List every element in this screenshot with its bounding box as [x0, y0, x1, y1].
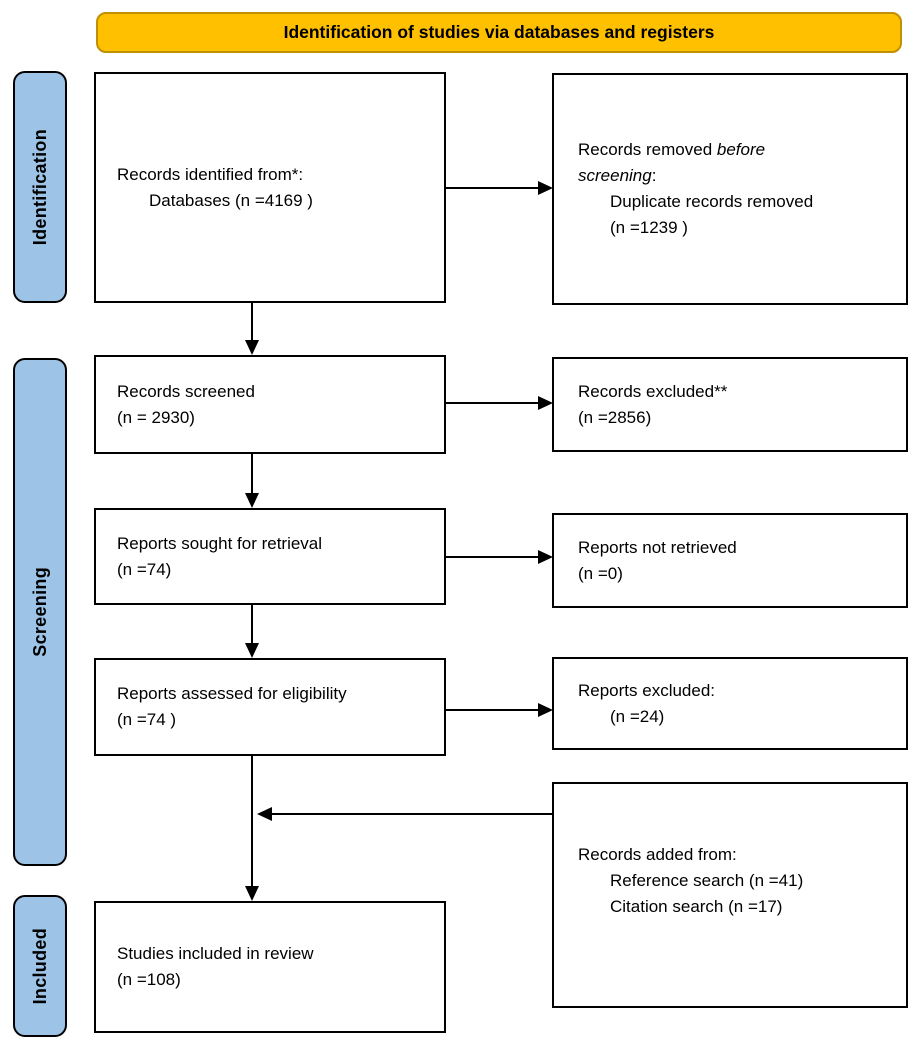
stage-label-included: Included — [29, 927, 50, 1005]
box-reports-not-retrieved: Reports not retrieved (n =0) — [552, 513, 908, 608]
arrow-down-icon — [245, 493, 259, 508]
arrow-down-icon — [245, 643, 259, 658]
stage-bar-identification: Identification — [13, 71, 67, 303]
box-text-line: Reference search (n =41) — [610, 871, 804, 890]
arrow-assessed-to-excluded-line — [446, 709, 538, 711]
arrow-identified-to-removed-line — [446, 187, 538, 189]
arrow-identified-to-screened-line — [251, 303, 253, 341]
box-text-line: Records screened — [117, 381, 255, 401]
box-text-line: Databases (n =4169 ) — [149, 190, 313, 210]
arrow-assessed-to-included-line — [251, 756, 253, 886]
box-records-excluded: Records excluded** (n =2856) — [552, 357, 908, 452]
arrow-left-icon — [257, 807, 272, 821]
box-text-line: (n =0) — [578, 563, 623, 583]
stage-bar-included: Included — [13, 895, 67, 1037]
stage-label-screening: Screening — [29, 567, 50, 657]
box-text-line: Reports excluded: — [578, 680, 716, 700]
arrow-screened-to-sought-line — [251, 454, 253, 494]
box-text-line: Duplicate records removed — [610, 192, 814, 211]
box-text-line: (n =74 ) — [117, 710, 177, 729]
box-text-line: Records identified from*: — [117, 164, 304, 184]
box-text-line: Reports not retrieved — [578, 537, 737, 557]
box-records-removed: Records removed before screening: Duplic… — [552, 73, 908, 305]
box-reports-excluded: Reports excluded: (n =24) — [552, 657, 908, 750]
arrow-sought-to-notretrieved-line — [446, 556, 538, 558]
arrow-right-icon — [538, 181, 553, 195]
box-text-line: (n =74) — [117, 559, 172, 579]
arrow-right-icon — [538, 703, 553, 717]
arrow-right-icon — [538, 550, 553, 564]
box-text-line: Reports assessed for eligibility — [117, 684, 347, 703]
arrow-down-icon — [245, 340, 259, 355]
box-text-line: Citation search (n =17) — [610, 897, 783, 916]
box-text-line: screening: — [578, 166, 657, 185]
arrow-right-icon — [538, 396, 553, 410]
box-text-line: Records excluded** — [578, 381, 728, 401]
arrow-screened-to-excluded-line — [446, 402, 538, 404]
box-reports-sought: Reports sought for retrieval (n =74) — [94, 508, 446, 605]
box-text-line: Reports sought for retrieval — [117, 533, 323, 553]
arrow-sought-to-assessed-line — [251, 605, 253, 644]
box-text-line: (n =1239 ) — [610, 218, 688, 237]
arrow-down-icon — [245, 886, 259, 901]
box-records-screened: Records screened (n = 2930) — [94, 355, 446, 454]
box-records-identified: Records identified from*: Databases (n =… — [94, 72, 446, 303]
box-text-line: (n =108) — [117, 970, 181, 989]
box-text-line: (n = 2930) — [117, 407, 195, 427]
box-text-line: Records removed before — [578, 140, 766, 159]
box-reports-assessed: Reports assessed for eligibility (n =74 … — [94, 658, 446, 756]
box-studies-included: Studies included in review (n =108) — [94, 901, 446, 1033]
box-text-line: (n =24) — [610, 706, 665, 726]
box-text-line: Studies included in review — [117, 944, 314, 963]
stage-bar-screening: Screening — [13, 358, 67, 866]
arrow-added-to-flow-line — [271, 813, 552, 815]
box-text-line: (n =2856) — [578, 407, 652, 427]
banner-title: Identification of studies via databases … — [283, 22, 715, 42]
box-records-added: Records added from: Reference search (n … — [552, 782, 908, 1008]
box-text-line: Records added from: — [578, 845, 737, 864]
header-banner: Identification of studies via databases … — [96, 12, 902, 53]
stage-label-identification: Identification — [29, 128, 50, 246]
